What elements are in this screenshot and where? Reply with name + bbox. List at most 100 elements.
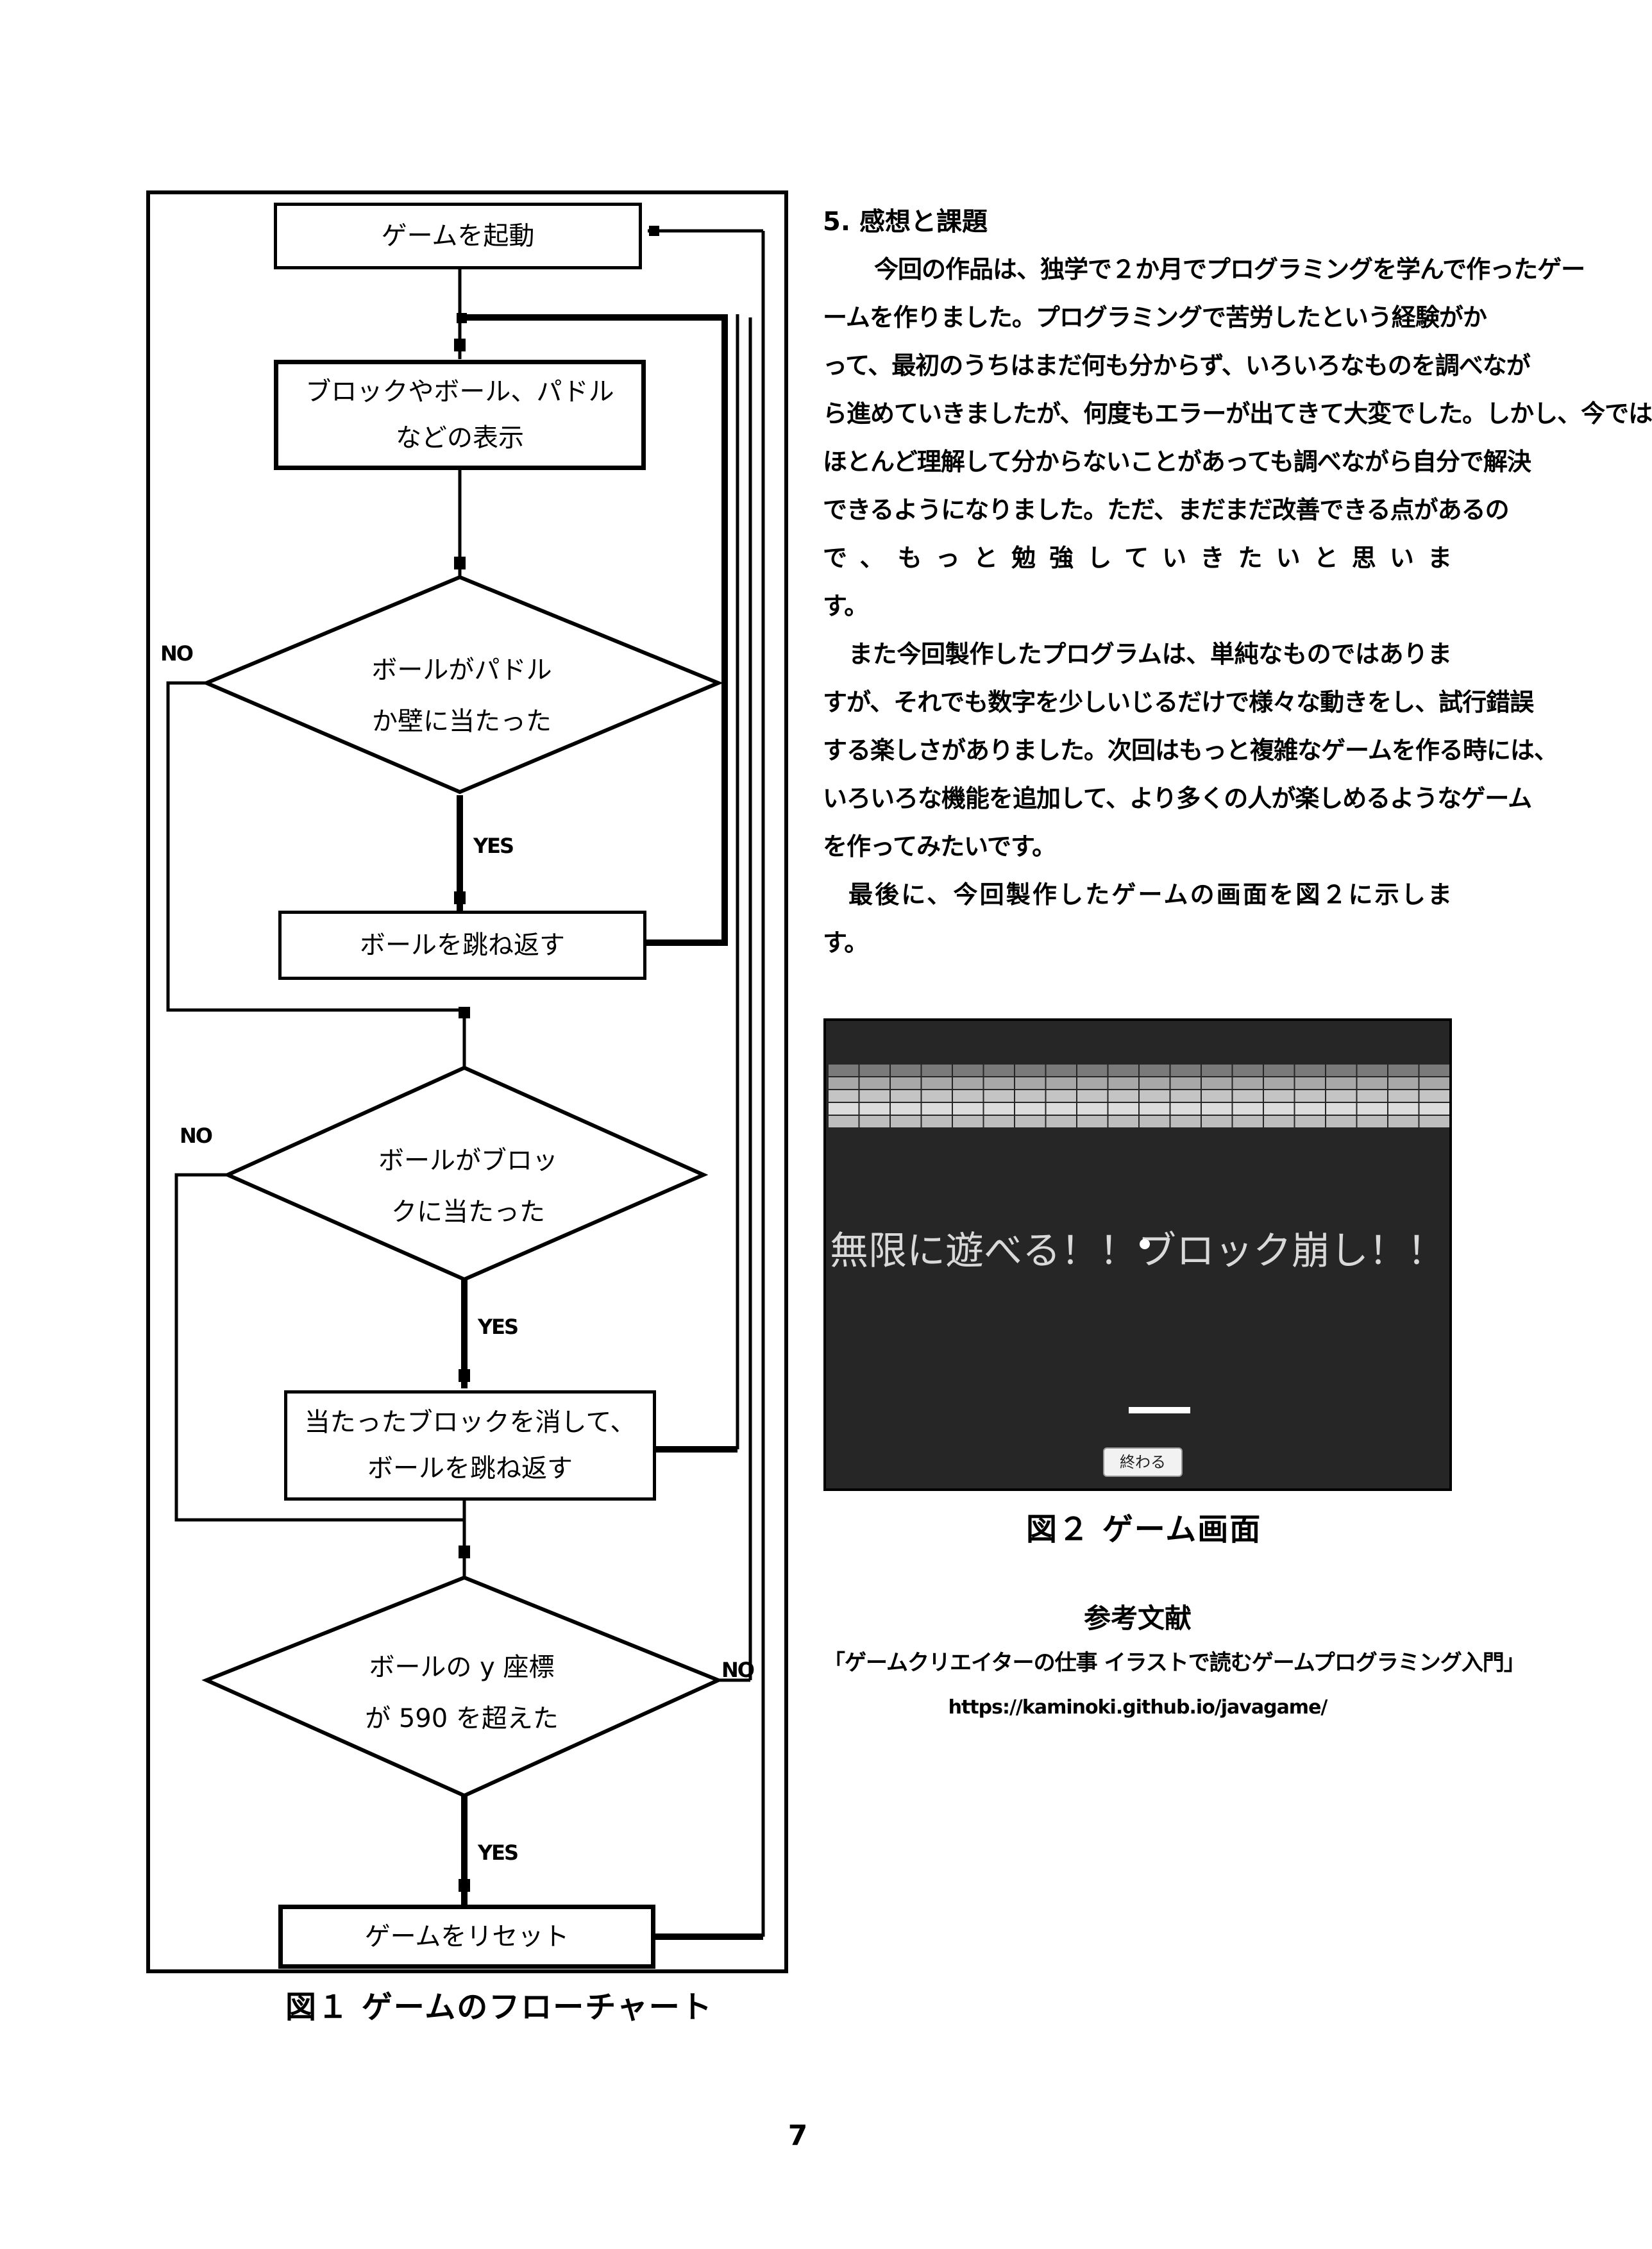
body-line: できるようになりました。ただ、まだまだ改善できる点があるの	[823, 496, 1510, 524]
brick	[1419, 1090, 1449, 1102]
brick	[1046, 1090, 1076, 1102]
brick	[829, 1116, 859, 1127]
brick	[922, 1116, 952, 1127]
display-box: ブロックやボール、パドル などの表示	[274, 360, 646, 470]
brick	[1295, 1065, 1325, 1076]
brick	[1140, 1103, 1170, 1115]
no-label-block: NO	[180, 1124, 213, 1148]
brick	[1326, 1103, 1356, 1115]
brick	[1326, 1065, 1356, 1076]
brick	[1264, 1103, 1294, 1115]
body-line: す。	[823, 592, 868, 620]
body-line: 最後に、今回製作したゲームの画面を図２に示しま	[848, 880, 1452, 909]
body-line: で、もっと勉強していきたいと思いま	[823, 544, 1452, 572]
brick	[953, 1077, 983, 1089]
brick	[1202, 1077, 1232, 1089]
paddle	[1129, 1407, 1190, 1413]
game-screenshot: 無限に遊べる！！ブロック崩し！！ 終わる	[823, 1018, 1452, 1491]
flowchart-connectors	[166, 226, 765, 1940]
brick	[829, 1065, 859, 1076]
brick	[922, 1065, 952, 1076]
brick	[1233, 1116, 1263, 1127]
yes-label-block: YES	[478, 1315, 519, 1339]
brick	[859, 1116, 889, 1127]
brick	[1264, 1116, 1294, 1127]
brick	[1108, 1090, 1138, 1102]
brick	[859, 1065, 889, 1076]
body-line: いろいろな機能を追加して、より多くの人が楽しめるようなゲーム	[823, 784, 1532, 813]
brick	[1202, 1103, 1232, 1115]
brick	[1202, 1116, 1232, 1127]
body-line: ほとんど理解して分からないことがあっても調べながら自分で解決	[823, 448, 1531, 476]
decision-y-text: ボールの y 座標 が 590 を超えた	[301, 1642, 622, 1744]
brick	[1108, 1103, 1138, 1115]
brick	[1015, 1090, 1045, 1102]
brick	[1388, 1103, 1419, 1115]
brick	[1295, 1116, 1325, 1127]
brick	[829, 1077, 859, 1089]
yes-label-y: YES	[478, 1840, 519, 1865]
brick	[922, 1077, 952, 1089]
loop-bounce	[460, 314, 728, 946]
brick	[1295, 1103, 1325, 1115]
brick	[1357, 1090, 1387, 1102]
brick-grid	[829, 1065, 1449, 1127]
reference-book: 「ゲームクリエイターの仕事 イラストで読むゲームプログラミング入門」	[823, 1650, 1526, 1676]
brick	[1015, 1116, 1045, 1127]
brick	[1295, 1077, 1325, 1089]
body-line: す。	[823, 929, 868, 957]
brick	[922, 1090, 952, 1102]
brick	[1170, 1116, 1201, 1127]
brick	[1326, 1090, 1356, 1102]
brick	[984, 1090, 1014, 1102]
brick	[1046, 1065, 1076, 1076]
brick	[1077, 1116, 1108, 1127]
brick	[1077, 1077, 1108, 1089]
brick	[1264, 1077, 1294, 1089]
brick	[1077, 1065, 1108, 1076]
brick	[1388, 1116, 1419, 1127]
brick	[859, 1103, 889, 1115]
brick	[1264, 1065, 1294, 1076]
brick	[1326, 1116, 1356, 1127]
bounce-box: ボールを跳ね返す	[278, 911, 646, 980]
brick	[859, 1090, 889, 1102]
section-heading: 5. 感想と課題	[823, 207, 988, 237]
brick	[859, 1077, 889, 1089]
brick	[1015, 1103, 1045, 1115]
start-label: ゲームを起動	[381, 221, 535, 251]
ball	[1140, 1239, 1150, 1249]
brick	[1295, 1090, 1325, 1102]
flowchart-frame	[146, 190, 788, 1973]
brick	[891, 1103, 921, 1115]
brick	[891, 1077, 921, 1089]
brick	[1015, 1077, 1045, 1089]
brick	[829, 1090, 859, 1102]
end-button[interactable]: 終わる	[1103, 1447, 1183, 1477]
brick	[1419, 1077, 1449, 1089]
brick	[1419, 1065, 1449, 1076]
brick	[1202, 1090, 1232, 1102]
brick	[1264, 1090, 1294, 1102]
brick	[1233, 1090, 1263, 1102]
decision-block-line-1: ボールがブロッ	[378, 1146, 558, 1175]
brick	[1233, 1065, 1263, 1076]
brick	[1233, 1103, 1263, 1115]
brick	[1233, 1077, 1263, 1089]
remove-block-label-2: ボールを跳ね返す	[367, 1454, 573, 1483]
page-number: 7	[788, 2119, 808, 2152]
reset-box: ゲームをリセット	[278, 1905, 655, 1969]
brick	[922, 1103, 952, 1115]
brick	[1419, 1103, 1449, 1115]
flowchart-caption: 図１ ゲームのフローチャート	[285, 1989, 713, 2025]
brick	[1170, 1103, 1201, 1115]
reset-label: ゲームをリセット	[364, 1922, 569, 1951]
brick	[1077, 1090, 1108, 1102]
brick	[1357, 1077, 1387, 1089]
no-branch-paddle	[166, 681, 464, 1012]
brick	[1108, 1077, 1138, 1089]
reference-url[interactable]: https://kaminoki.github.io/javagame/	[948, 1696, 1328, 1719]
game-caption: 図２ ゲーム画面	[1026, 1512, 1262, 1547]
body-line: 今回の作品は、独学で２か月でプログラミングを学んで作ったゲー	[874, 255, 1585, 283]
remove-block-box: 当たったブロックを消して、 ボールを跳ね返す	[284, 1390, 656, 1501]
